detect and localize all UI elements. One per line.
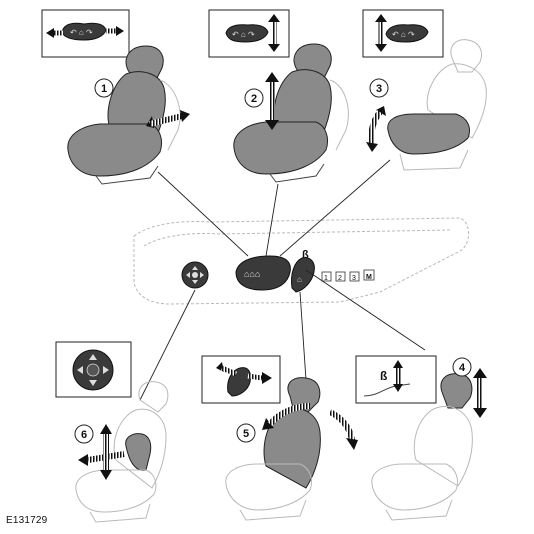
callout-5-number: 5 — [243, 428, 249, 440]
inset-headrest-switch: ß — [355, 355, 437, 404]
svg-text:ß: ß — [302, 249, 309, 261]
callout-1-number: 1 — [101, 83, 107, 95]
callout-6-number: 6 — [81, 429, 87, 441]
svg-text:⌂: ⌂ — [297, 275, 302, 284]
memory-button-1-label: 1 — [324, 275, 328, 282]
seat-illustration-2 — [233, 43, 349, 183]
callout-4: 4 — [452, 357, 472, 377]
inset-height-switch: ↶ ⌂ ↷ — [208, 9, 290, 58]
svg-text:ß: ß — [380, 369, 387, 383]
memory-button-3-label: 3 — [352, 275, 356, 282]
inset-recline-switch — [201, 355, 281, 404]
callout-3-number: 3 — [376, 83, 382, 95]
memory-button-m-label: M — [366, 274, 372, 281]
inset-tilt-switch: ↶ ⌂ ↷ — [362, 9, 444, 58]
callout-2: 2 — [244, 88, 264, 108]
figure-reference-code: E131729 — [6, 515, 48, 526]
svg-text:⌂⌂⌂: ⌂⌂⌂ — [244, 269, 260, 279]
door-panel-switch-pack: ⌂⌂⌂ ⌂ ß — [133, 217, 469, 305]
svg-text:↶ ⌂ ↷: ↶ ⌂ ↷ — [70, 28, 93, 37]
svg-text:↶ ⌂ ↷: ↶ ⌂ ↷ — [232, 30, 255, 39]
callout-5: 5 — [236, 423, 256, 443]
seat-illustration-6 — [75, 381, 169, 523]
callout-1: 1 — [94, 78, 114, 98]
seat-illustration-5 — [225, 377, 358, 521]
seat-illustration-1 — [67, 45, 190, 185]
seat-illustration-3 — [366, 39, 487, 171]
callout-3: 3 — [369, 78, 389, 98]
callout-6: 6 — [74, 424, 94, 444]
callout-2-number: 2 — [251, 93, 257, 105]
seat-illustration-4 — [371, 368, 487, 521]
svg-text:↶ ⌂ ↷: ↶ ⌂ ↷ — [392, 30, 415, 39]
inset-fore-aft-switch: ↶ ⌂ ↷ — [41, 9, 130, 58]
callout-4-number: 4 — [459, 362, 466, 374]
memory-button-2-label: 2 — [338, 275, 342, 282]
inset-lumbar-switch — [55, 341, 132, 398]
